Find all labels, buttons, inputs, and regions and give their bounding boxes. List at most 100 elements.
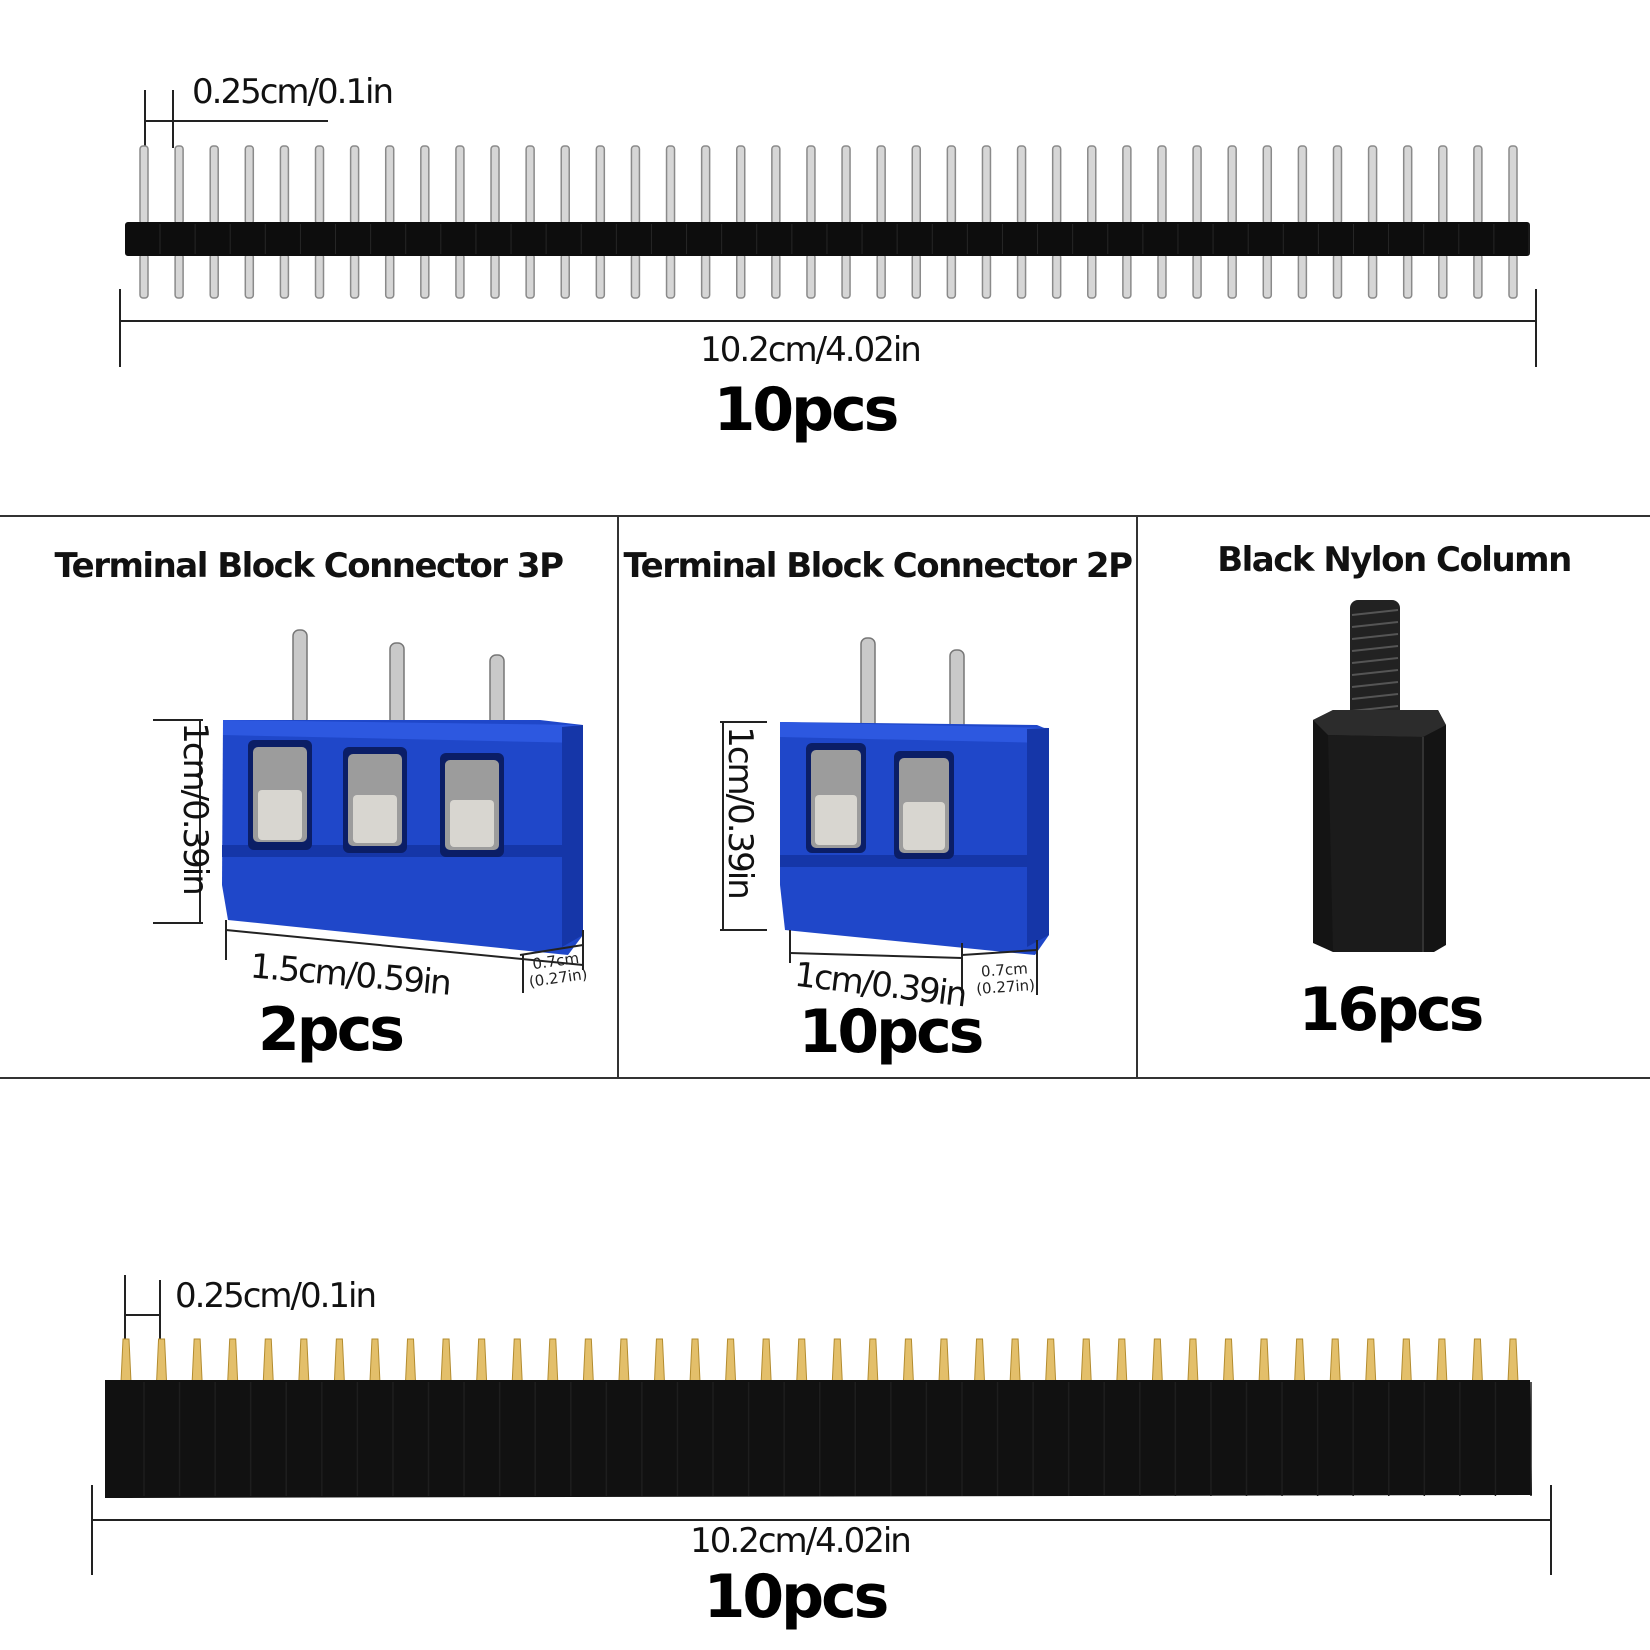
nylon-column-title: Black Nylon Column [1217,540,1572,580]
female-pin [1294,1338,1306,1383]
male-pin-top [1332,145,1343,225]
male-pin-top [279,145,290,225]
male-pin-bottom [595,253,606,299]
female-pin [1436,1338,1448,1383]
female-pin [653,1338,665,1383]
female-pin [476,1338,488,1383]
male-pin-bottom [174,253,184,299]
nylon-column-image [1313,600,1446,952]
male-pin-bottom [1438,253,1448,299]
male-pin-bottom [1262,253,1273,299]
male-pitch-label: 0.25cm/0.1in [192,72,394,112]
male-pin-top [1473,145,1483,225]
female-pitch-marker-left [124,1275,126,1365]
female-pin [1258,1338,1270,1383]
male-pin-top [1087,145,1097,225]
female-pin [547,1338,559,1383]
male-pin-bottom [1016,253,1027,299]
pitch-marker-right [172,90,174,148]
male-pin-top [876,145,886,225]
female-quantity: 10pcs [703,1562,890,1632]
male-pin-top [525,145,535,225]
male-pin-bottom [1508,253,1518,299]
grid-top-border [0,515,1650,517]
female-pin [867,1338,879,1383]
female-length-marker-right [1550,1485,1552,1575]
female-pin [298,1338,310,1383]
length-marker-right [1535,289,1537,367]
male-pin-top [806,145,816,225]
female-pin [831,1338,843,1383]
male-pin-top [1016,145,1027,225]
male-pin-bottom [1473,253,1483,299]
male-pin-bottom [525,253,535,299]
nylon-column-quantity: 16pcs [1298,975,1485,1045]
female-pin [440,1338,452,1383]
male-pin-bottom [946,253,957,299]
male-pin-top [349,145,360,225]
female-pin [404,1338,417,1383]
female-pin [1471,1338,1483,1383]
female-length-label: 10.2cm/4.02in [690,1521,912,1561]
male-pin-bottom [1227,253,1237,299]
female-pin [760,1338,772,1383]
male-pin-bottom [1332,253,1343,299]
terminal-3p-title: Terminal Block Connector 3P [54,546,564,586]
female-pin [1009,1338,1021,1383]
male-pin-bottom [911,253,922,299]
male-pin-bottom [560,253,570,299]
male-pin-bottom [209,253,219,299]
male-pin-top [455,145,465,225]
male-pin-top [1227,145,1237,225]
grid-bottom-border [0,1077,1650,1079]
male-pin-top [1051,145,1062,225]
female-pin [369,1338,381,1383]
male-pin-top [1402,145,1413,225]
female-pin [1045,1338,1057,1383]
female-pin [120,1338,132,1383]
length-marker-left [119,289,121,367]
male-pin-top [1297,145,1308,225]
terminal-3p-height-label: 1cm/0.39in [175,722,215,894]
pitch-underline [144,120,328,122]
pitch-marker-left [144,90,146,148]
grid-divider-1 [617,515,619,1079]
terminal-3p-quantity: 2pcs [258,995,405,1065]
male-pin-top [1122,145,1132,225]
male-pin-bottom [490,253,500,299]
male-pin-top [1192,145,1202,225]
terminal-2p-title: Terminal Block Connector 2P [623,546,1133,586]
female-pin [156,1338,168,1383]
male-pin-bottom [1087,253,1097,299]
female-pin [938,1338,950,1383]
male-pin-bottom [279,253,290,299]
male-pin-top [630,145,641,225]
male-pin-top [174,145,184,225]
male-pin-bottom [384,253,395,299]
female-pin [689,1338,701,1383]
female-pin [262,1338,274,1383]
male-pin-top [1508,145,1518,225]
female-pin [1222,1338,1235,1383]
male-pin-top [1367,145,1378,225]
male-pin-bottom [455,253,465,299]
male-pin-bottom [1297,253,1308,299]
female-pin [618,1338,630,1383]
male-pin-top [560,145,570,225]
female-pin-header-image [105,1338,1532,1498]
male-pin-bottom [420,253,430,299]
male-pin-bottom [806,253,816,299]
terminal-3p-image [153,629,584,993]
female-pitch-line [124,1314,160,1316]
male-pin-top [1438,145,1448,225]
female-pin [1080,1338,1092,1383]
male-pin-bottom [981,253,992,299]
male-pin-bottom [1122,253,1132,299]
female-pin [902,1338,914,1383]
male-pin-bottom [139,253,149,299]
male-pin-top [911,145,922,225]
male-pin-header-image [125,145,1530,299]
female-pin [1151,1338,1163,1383]
female-pin [1507,1338,1519,1383]
male-pin-bottom [841,253,851,299]
